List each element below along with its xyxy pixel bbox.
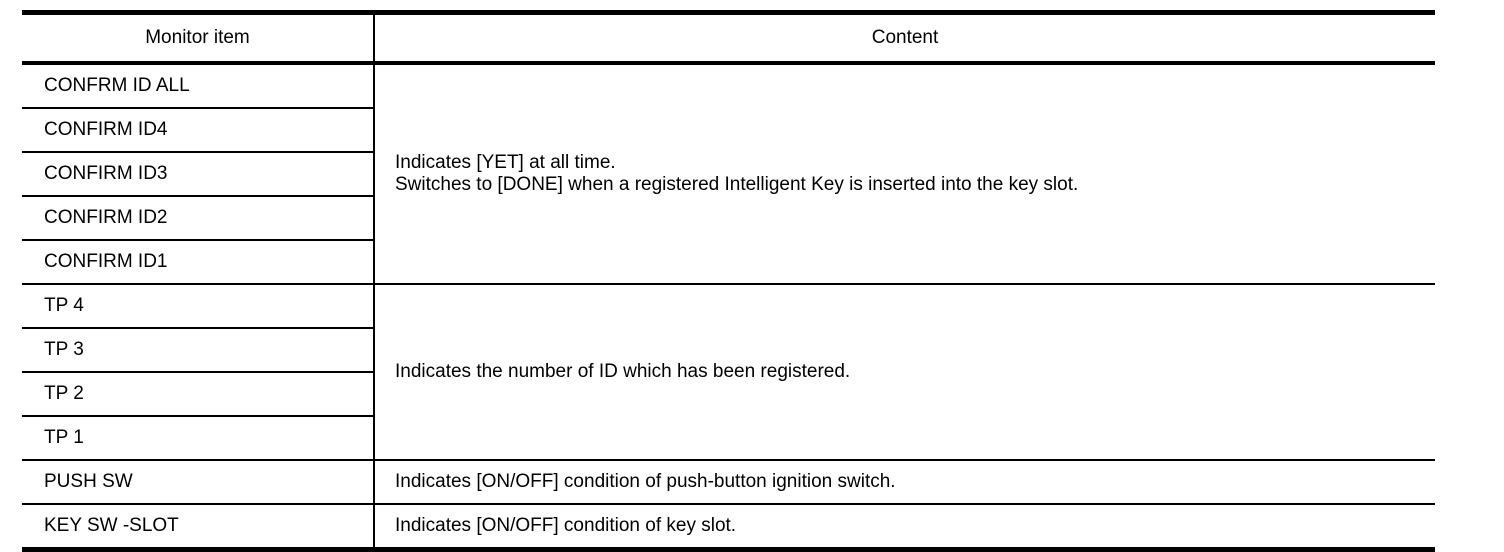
monitor-item-cell: CONFIRM ID4 xyxy=(22,108,375,153)
table-row: PUSH SW Indicates [ON/OFF] condition of p… xyxy=(22,460,1435,505)
table-row: TP 2 xyxy=(22,372,1435,417)
content-line: Switches to [DONE] when a registered Int… xyxy=(395,174,1079,195)
table-header-row: Monitor item Content xyxy=(22,12,1435,65)
monitor-item-cell: TP 2 xyxy=(22,372,375,417)
monitor-item-cell: TP 1 xyxy=(22,416,375,461)
monitor-item-cell: CONFIRM ID1 xyxy=(22,240,375,285)
monitor-item-cell: CONFIRM ID3 xyxy=(22,152,375,197)
column-header-monitor-item: Monitor item xyxy=(22,12,375,65)
monitor-item-cell: TP 4 xyxy=(22,284,375,329)
table-row: TP 3 xyxy=(22,328,1435,373)
table-row: CONFIRM ID2 xyxy=(22,196,1435,241)
table-row: KEY SW -SLOT Indicates [ON/OFF] condition… xyxy=(22,504,1435,550)
content-cell: Indicates [ON/OFF] condition of key slot… xyxy=(374,504,1435,550)
table-row: CONFIRM ID4 xyxy=(22,108,1435,153)
table-row: TP 1 xyxy=(22,416,1435,461)
column-header-content: Content xyxy=(374,12,1435,65)
table-header: Monitor item Content xyxy=(22,12,1435,65)
content-line: Indicates [YET] at all time. xyxy=(395,151,616,173)
table-row: CONFIRM ID1 xyxy=(22,240,1435,285)
monitor-item-cell: CONFRM ID ALL xyxy=(22,63,375,109)
content-cell: Indicates [ON/OFF] condition of push-but… xyxy=(374,460,1435,505)
content-cell: Indicates [YET] at all time.Switches to … xyxy=(374,63,1435,285)
content-line: Indicates the number of ID which has bee… xyxy=(395,360,851,382)
table-row: TP 4 Indicates the number of ID which has… xyxy=(22,284,1435,461)
content-cell: Indicates the number of ID which has bee… xyxy=(374,284,1435,461)
monitor-item-cell: KEY SW -SLOT xyxy=(22,504,375,550)
monitor-item-cell: PUSH SW xyxy=(22,460,375,505)
monitor-item-cell: TP 3 xyxy=(22,328,375,373)
content-line: Indicates [ON/OFF] condition of push-but… xyxy=(395,470,896,492)
content-line: Indicates [ON/OFF] condition of key slot… xyxy=(395,514,737,536)
table-row: CONFIRM ID3 xyxy=(22,152,1435,197)
monitor-item-cell: CONFIRM ID2 xyxy=(22,196,375,241)
